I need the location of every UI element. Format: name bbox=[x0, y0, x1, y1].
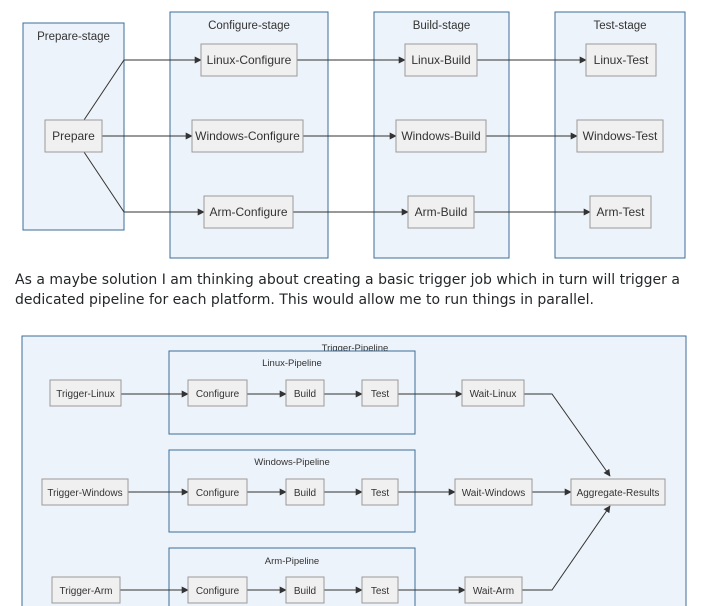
node-windows-configure-label: Windows-Configure bbox=[195, 129, 300, 143]
node-aggregate-results-label: Aggregate-Results bbox=[577, 488, 660, 499]
node-windows-test-step: Test bbox=[361, 478, 399, 506]
edge-wait-arm-aggregate bbox=[522, 505, 611, 591]
node-trigger-windows-label: Trigger-Windows bbox=[47, 488, 122, 499]
node-arm-configure: Arm-Configure bbox=[203, 195, 294, 229]
node-arm-configure-step-label: Configure bbox=[196, 586, 240, 597]
node-arm-test-step: Test bbox=[361, 576, 399, 604]
build-stage-label: Build-stage bbox=[413, 20, 471, 32]
node-arm-build: Arm-Build bbox=[407, 195, 475, 229]
node-windows-build-label: Windows-Build bbox=[401, 129, 480, 143]
node-trigger-arm-label: Trigger-Arm bbox=[60, 586, 113, 597]
node-linux-configure-label: Linux-Configure bbox=[207, 53, 292, 67]
node-wait-linux: Wait-Linux bbox=[461, 379, 525, 407]
body-paragraph: As a maybe solution I am thinking about … bbox=[15, 272, 680, 308]
node-windows-build: Windows-Build bbox=[395, 119, 487, 153]
node-arm-test-label: Arm-Test bbox=[597, 205, 646, 219]
node-linux-test: Linux-Test bbox=[585, 43, 657, 77]
node-trigger-linux: Trigger-Linux bbox=[49, 379, 122, 407]
node-windows-test: Windows-Test bbox=[576, 119, 664, 153]
windows-pipeline-label: Windows-Pipeline bbox=[254, 457, 330, 468]
stage-diagram: Prepare-stage Configure-stage Build-stag… bbox=[22, 11, 686, 259]
node-windows-test-label: Windows-Test bbox=[583, 129, 658, 143]
node-linux-configure-step-label: Configure bbox=[196, 389, 240, 400]
node-arm-test: Arm-Test bbox=[589, 195, 652, 229]
node-linux-configure-step: Configure bbox=[187, 379, 248, 407]
edge-wait-linux-aggregate bbox=[524, 393, 611, 477]
trigger-diagram: Trigger-Pipeline Linux-Pipeline Windows-… bbox=[21, 335, 687, 606]
node-wait-linux-label: Wait-Linux bbox=[470, 389, 517, 400]
node-wait-arm: Wait-Arm bbox=[464, 576, 523, 604]
edge-prepare-arm-configure bbox=[83, 151, 205, 216]
node-linux-configure: Linux-Configure bbox=[200, 43, 298, 77]
node-prepare: Prepare bbox=[44, 119, 103, 153]
node-trigger-windows: Trigger-Windows bbox=[41, 478, 129, 506]
linux-pipeline-label: Linux-Pipeline bbox=[262, 358, 322, 369]
configure-stage-label: Configure-stage bbox=[208, 20, 290, 32]
arm-pipeline-label: Arm-Pipeline bbox=[265, 556, 319, 567]
node-trigger-linux-label: Trigger-Linux bbox=[56, 389, 115, 400]
node-linux-test-label: Linux-Test bbox=[594, 53, 649, 67]
node-arm-build-step: Build bbox=[285, 576, 325, 604]
edge-prepare-linux-configure bbox=[83, 56, 202, 121]
node-linux-build: Linux-Build bbox=[404, 43, 478, 77]
node-linux-build-label: Linux-Build bbox=[411, 53, 470, 67]
node-windows-build-step: Build bbox=[285, 478, 325, 506]
node-linux-build-step: Build bbox=[285, 379, 325, 407]
node-arm-build-step-label: Build bbox=[294, 586, 316, 597]
node-linux-build-step-label: Build bbox=[294, 389, 316, 400]
node-windows-build-step-label: Build bbox=[294, 488, 316, 499]
node-linux-test-step: Test bbox=[361, 379, 399, 407]
prepare-stage-label: Prepare-stage bbox=[37, 31, 110, 43]
node-wait-windows-label: Wait-Windows bbox=[462, 488, 526, 499]
node-linux-test-step-label: Test bbox=[371, 389, 390, 400]
trigger-pipeline-label: Trigger-Pipeline bbox=[322, 343, 389, 354]
node-arm-test-step-label: Test bbox=[371, 586, 390, 597]
node-trigger-arm: Trigger-Arm bbox=[51, 576, 121, 604]
node-windows-configure-step: Configure bbox=[187, 478, 248, 506]
node-wait-windows: Wait-Windows bbox=[454, 478, 533, 506]
node-prepare-label: Prepare bbox=[52, 129, 95, 143]
node-wait-arm-label: Wait-Arm bbox=[473, 586, 514, 597]
node-arm-build-label: Arm-Build bbox=[415, 205, 468, 219]
node-arm-configure-label: Arm-Configure bbox=[209, 205, 287, 219]
node-windows-configure-step-label: Configure bbox=[196, 488, 240, 499]
node-windows-test-step-label: Test bbox=[371, 488, 390, 499]
node-arm-configure-step: Configure bbox=[187, 576, 248, 604]
node-aggregate-results: Aggregate-Results bbox=[570, 478, 666, 506]
test-stage-label: Test-stage bbox=[593, 20, 646, 32]
node-windows-configure: Windows-Configure bbox=[191, 119, 304, 153]
